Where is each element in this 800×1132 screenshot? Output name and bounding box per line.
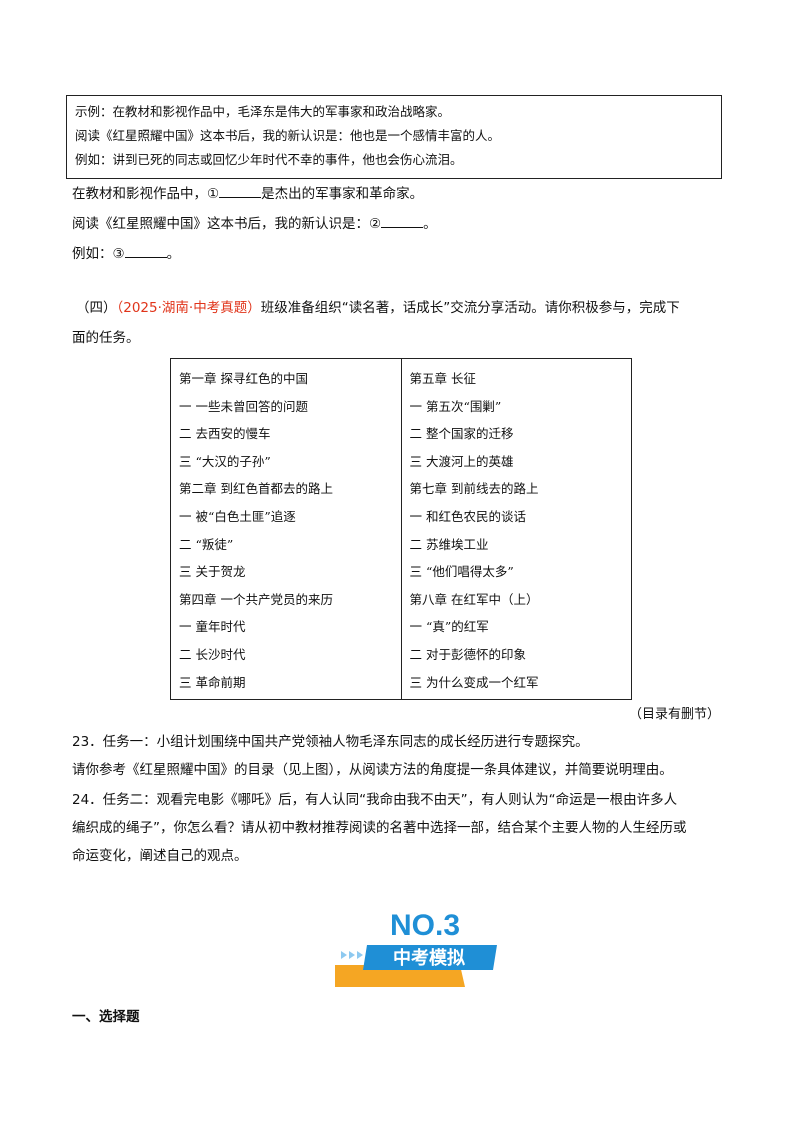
toc-left-item: 三 革命前期 (179, 674, 246, 690)
example-line-1: 示例：在教材和影视作品中，毛泽东是伟大的军事家和政治战略家。 (75, 104, 451, 119)
toc-right-item: 二 整个国家的迁移 (409, 426, 514, 442)
blank-3[interactable] (124, 243, 167, 258)
question-24-line-3: 命运变化，阐述自己的观点。 (72, 848, 248, 864)
toc-right-item: 三 “他们唱得太多” (409, 564, 514, 580)
toc-right-item: 第五章 长征 (409, 371, 476, 386)
toc-right-item: 三 为什么变成一个红军 (409, 674, 539, 690)
blank-1[interactable] (219, 183, 262, 198)
question-23-line-2: 请你参考《红星照耀中国》的目录（见上图），从阅读方法的角度提一条具体建议，并简要… (72, 762, 673, 778)
blank-2[interactable] (381, 213, 424, 228)
toc-right-item: 二 苏维埃工业 (409, 536, 489, 552)
toc-left-item: 第二章 到红色首都去的路上 (179, 481, 333, 497)
toc-left-item: 三 关于贺龙 (179, 564, 246, 580)
question-24-line-2: 编织成的绳子”，你怎么看？请从初中教材推荐阅读的名著中选择一部，结合某个主要人物… (72, 820, 687, 836)
fill-line-1: 在教材和影视作品中，① 是杰出的军事家和革命家。 (72, 183, 423, 204)
toc-right-item: 第七章 到前线去的路上 (409, 481, 539, 497)
section-4-number: （四） (76, 300, 117, 316)
section-heading: 一、选择题 (72, 1009, 140, 1025)
toc-left-item: 第四章 一个共产党员的来历 (179, 591, 333, 607)
fill-line-3: 例如：③ 。 (72, 243, 180, 264)
example-line-2: 阅读《红星照耀中国》这本书后，我的新认识是：他也是一个感情丰富的人。 (75, 128, 501, 143)
toc-right-column: 第五章 长征一 第五次“围剿” 二 整个国家的迁移三 大渡河上的英雄第七章 到前线… (400, 359, 632, 699)
section-badge: NO.3 中考模拟 (335, 909, 497, 987)
section-4-line-2: 面的任务。 (72, 330, 140, 346)
toc-right-item: 第八章 在红军中（上） (409, 591, 539, 607)
fill-line-2-before: 阅读《红星照耀中国》这本书后，我的新认识是：② (72, 216, 382, 232)
section-4-line-1: （四）（2025·湖南·中考真题）班级准备组织“读名著，话成长”交流分享活动。请… (76, 298, 680, 318)
toc-left-item: 一 被“白色土匪”追逐 (179, 508, 296, 524)
toc-left-item: 三 “大汉的子孙” (179, 453, 271, 469)
source-tag: （2025·湖南·中考真题） (116, 300, 261, 316)
fill-line-2: 阅读《红星照耀中国》这本书后，我的新认识是：② 。 (72, 213, 437, 234)
toc-left-item: 一 一些未曾回答的问题 (179, 398, 308, 414)
badge-blue-ribbon (363, 945, 497, 970)
toc-right-item: 一 和红色农民的谈话 (409, 508, 526, 524)
toc-right-item: 一 第五次“围剿” (409, 398, 502, 414)
example-line-3: 例如：讲到已死的同志或回忆少年时代不幸的事件，他也会伤心流泪。 (75, 152, 463, 167)
toc-right-item: 一 “真”的红军 (409, 619, 489, 635)
question-24-line-1: 24．任务二：观看完电影《哪吒》后，有人认同“我命由我不由天”，有人则认为“命运… (72, 792, 678, 808)
fill-line-1-after: 是杰出的军事家和革命家。 (261, 186, 424, 202)
fill-line-3-before: 例如：③ (72, 246, 125, 262)
toc-left-item: 二 去西安的慢车 (179, 426, 271, 442)
toc-note: （目录有删节） (628, 707, 720, 722)
badge-number: NO.3 (390, 909, 460, 942)
toc-right-item: 三 大渡河上的英雄 (409, 453, 514, 469)
toc-left-item: 二 “叛徒” (179, 536, 234, 552)
example-box: 示例：在教材和影视作品中，毛泽东是伟大的军事家和政治战略家。 阅读《红星照耀中国… (66, 95, 722, 179)
badge-orange-stripe (335, 965, 465, 987)
toc-left-column: 第一章 探寻红色的中国一 一些未曾回答的问题二 去西安的慢车三 “大汉的子孙” 第… (171, 359, 401, 699)
table-of-contents: 第一章 探寻红色的中国一 一些未曾回答的问题二 去西安的慢车三 “大汉的子孙” 第… (170, 358, 632, 700)
badge-arrows-icon (341, 951, 363, 959)
fill-line-3-after: 。 (166, 246, 181, 262)
badge-label: 中考模拟 (393, 947, 465, 969)
toc-left-item: 第一章 探寻红色的中国 (179, 371, 308, 386)
toc-left-item: 二 长沙时代 (179, 646, 246, 662)
section-4-text-1: 班级准备组织“读名著，话成长”交流分享活动。请你积极参与，完成下 (260, 300, 680, 316)
fill-line-1-before: 在教材和影视作品中，① (72, 186, 220, 202)
toc-right-item: 二 对于彭德怀的印象 (409, 646, 526, 662)
toc-left-item: 一 童年时代 (179, 619, 246, 635)
question-23-line-1: 23．任务一：小组计划围绕中国共产党领袖人物毛泽东同志的成长经历进行专题探究。 (72, 734, 589, 750)
fill-line-2-after: 。 (423, 216, 437, 232)
